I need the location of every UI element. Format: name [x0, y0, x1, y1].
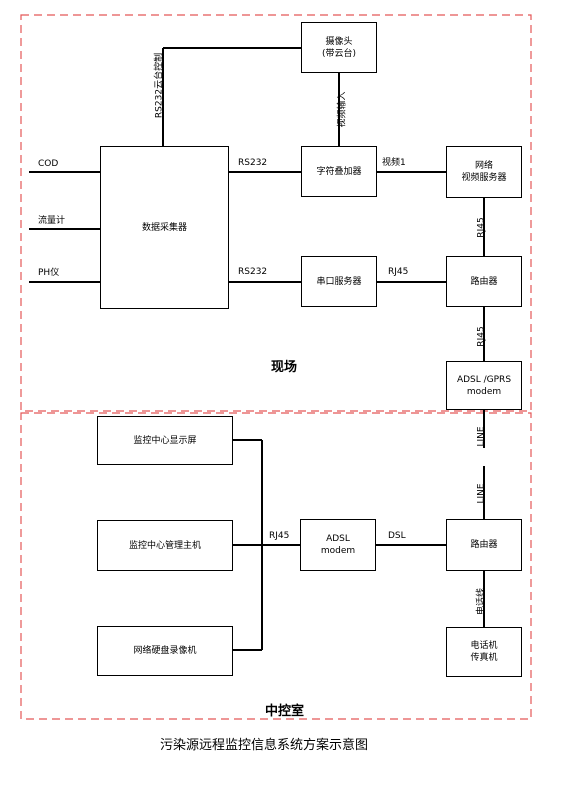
flowmeter-label: 流量计 — [38, 216, 66, 226]
line-upper-label: LINE — [476, 426, 487, 447]
video1-label: 视频1 — [382, 158, 406, 168]
phone-line-label: 电话线 — [476, 588, 487, 616]
router-center-box: 路由器 — [446, 519, 522, 571]
serial-server-box: 串口服务器 — [301, 256, 377, 307]
rs232-top-label: RS232 — [238, 158, 268, 168]
dsl-label: DSL — [388, 531, 406, 541]
adsl-gprs-modem-box: ADSL /GPRS modem — [446, 361, 522, 410]
rj45-serial-label: RJ45 — [388, 267, 409, 277]
rj45-upper-label: RJ45 — [476, 217, 487, 238]
rs232-bottom-label: RS232 — [238, 267, 268, 277]
rs232-ptz-label: RS232云台控制 — [154, 52, 165, 119]
camera-box: 摄像头 (带云台) — [301, 22, 377, 73]
monitor-display-box: 监控中心显示屏 — [97, 416, 233, 465]
network-video-server-box: 网络 视频服务器 — [446, 146, 522, 198]
video-input-label: 视频输入 — [337, 91, 348, 128]
rj45-lower-label: RJ45 — [476, 326, 487, 347]
control-room-zone-title: 中控室 — [265, 704, 305, 719]
adsl-modem-box: ADSL modem — [300, 519, 376, 571]
monitor-host-box: 监控中心管理主机 — [97, 520, 233, 571]
line-lower-label: LINE — [476, 483, 487, 504]
cod-label: COD — [38, 159, 59, 169]
data-collector-box: 数据采集器 — [100, 146, 229, 309]
router-site-box: 路由器 — [446, 256, 522, 307]
phone-fax-box: 电话机 传真机 — [446, 627, 522, 677]
rj45-center-label: RJ45 — [269, 531, 290, 541]
char-overlay-box: 字符叠加器 — [301, 146, 377, 197]
site-zone-border — [20, 14, 532, 412]
ph-meter-label: PH仪 — [38, 268, 60, 278]
diagram-caption: 污染源远程监控信息系统方案示意图 — [160, 738, 369, 753]
control-zone-border — [20, 412, 532, 720]
network-dvr-box: 网络硬盘录像机 — [97, 626, 233, 676]
site-zone-title: 现场 — [271, 360, 298, 375]
